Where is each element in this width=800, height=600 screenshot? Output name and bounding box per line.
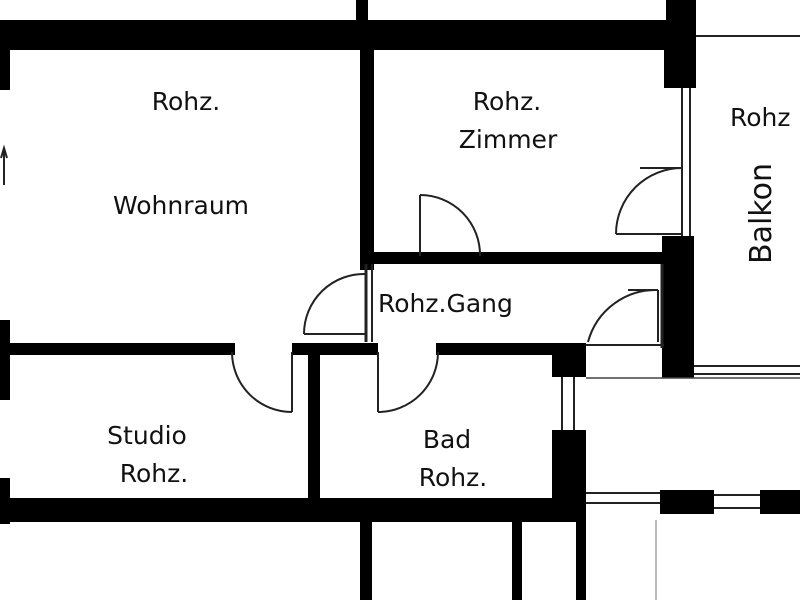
wall-top — [0, 20, 696, 50]
label-wohnraum-line1: Rohz. — [151, 87, 221, 116]
label-gang: Rohz.Gang — [378, 289, 513, 318]
wall-middle — [0, 343, 235, 355]
label-studio-line2: Rohz. — [119, 459, 189, 488]
wall-left-1 — [0, 48, 10, 90]
wall-bad-right — [552, 343, 586, 377]
wall-left-2 — [0, 320, 10, 400]
label-balkon: Balkon — [744, 163, 779, 264]
door-wohnraum — [303, 272, 367, 335]
label-bad-line1: Bad — [422, 425, 472, 454]
label-wohnraum-line2: Wohnraum — [112, 191, 250, 220]
door-zimmer — [419, 194, 482, 257]
wall-bottom — [0, 498, 586, 522]
door-balkon — [615, 167, 683, 235]
label-zimmer-line2: Zimmer — [458, 125, 558, 154]
wall-wohnraum-zimmer — [360, 48, 374, 270]
door-gang-right — [587, 288, 659, 343]
wall-studio-bad — [308, 352, 320, 502]
label-studio-line1: Studio — [107, 421, 187, 450]
label-balkon-rohz-partial: Rohz — [730, 103, 791, 132]
wall-right-upper — [664, 48, 696, 88]
label-zimmer-line1: Rohz. — [472, 87, 542, 116]
wall-top-stub-right — [666, 0, 696, 30]
wall-zimmer-gang — [370, 252, 668, 264]
label-bad-line2: Rohz. — [418, 463, 488, 492]
door-bad — [377, 351, 439, 413]
door-studio — [231, 351, 293, 413]
wall-top-stub-left — [356, 0, 368, 22]
